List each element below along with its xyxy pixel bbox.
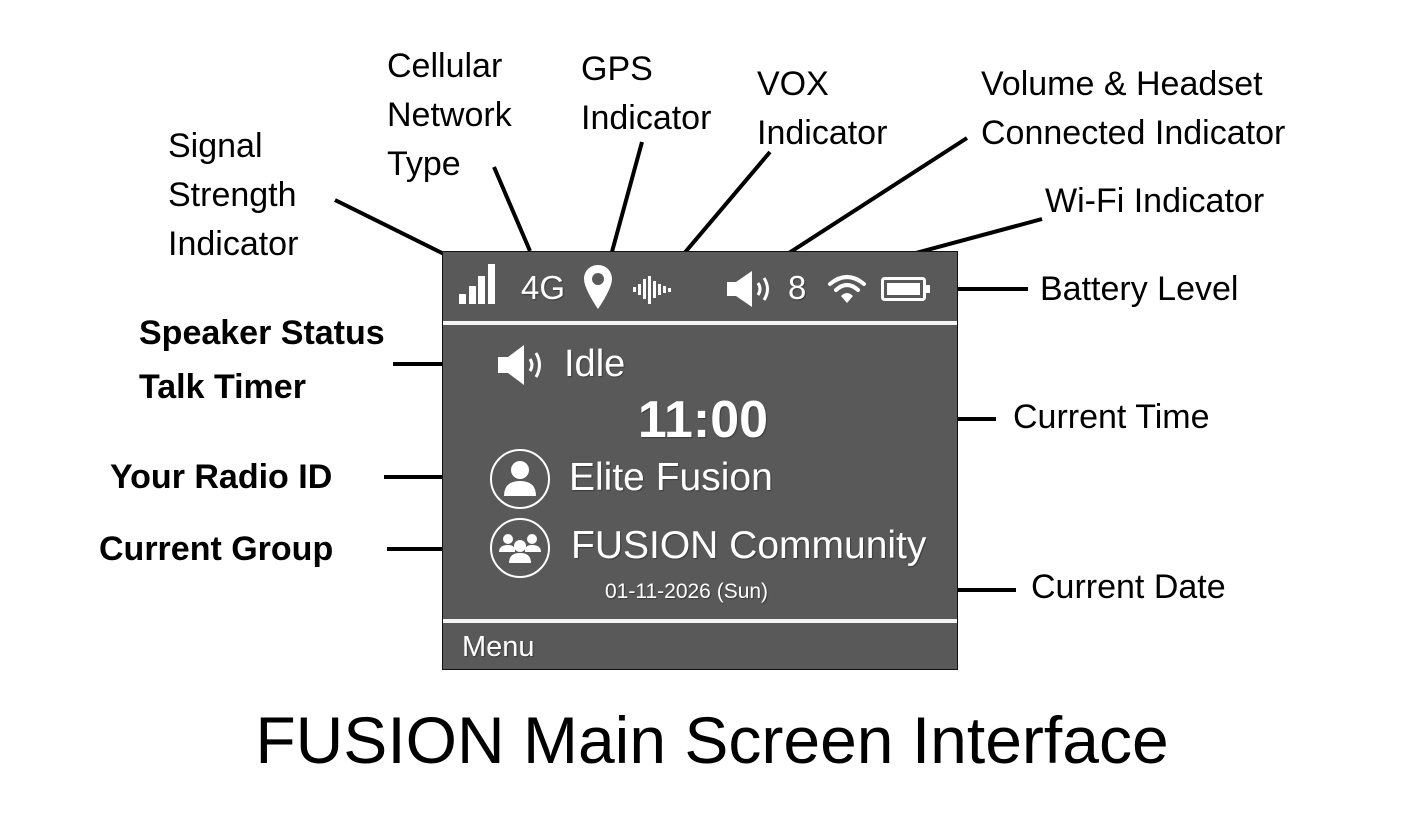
- callout-current-time: Current Time: [1013, 398, 1210, 436]
- current-date: 01-11-2026 (Sun): [605, 580, 769, 603]
- status-bar: 4G 8: [443, 264, 957, 310]
- user-avatar-icon: [490, 449, 550, 509]
- callout-volume-headset: Volume & Headset Connected Indicator: [981, 65, 1286, 152]
- callout-signal-strength: Signal Strength Indicator: [168, 127, 299, 263]
- radio-id: Elite Fusion: [569, 456, 773, 499]
- signal-bars-icon: [459, 264, 495, 304]
- network-type: 4G: [521, 269, 566, 306]
- callout-vox: VOX Indicator: [757, 65, 888, 152]
- menu-softkey[interactable]: Menu: [462, 631, 535, 663]
- volume-level: 8: [788, 269, 807, 306]
- current-group: FUSION Community: [571, 524, 927, 567]
- callout-wifi: Wi-Fi Indicator: [1045, 182, 1265, 220]
- bottom-divider: [443, 619, 957, 623]
- diagram-title: FUSION Main Screen Interface: [255, 703, 1169, 777]
- speaker-status-text: Idle: [564, 343, 626, 385]
- wifi-icon: [828, 275, 866, 303]
- speaker-status-icon: [498, 345, 541, 385]
- speaker-volume-icon: [727, 271, 769, 307]
- top-divider: [443, 321, 957, 325]
- callout-speaker-status: Speaker Status Talk Timer: [139, 314, 385, 406]
- callout-current-date: Current Date: [1031, 568, 1226, 606]
- callout-gps: GPS Indicator: [581, 50, 712, 137]
- device-main-screen: 4G 8: [442, 251, 958, 670]
- callout-radio-id: Your Radio ID: [110, 458, 333, 496]
- group-icon: [490, 518, 550, 578]
- map-pin-icon: [584, 265, 612, 309]
- audio-waveform-icon: [633, 276, 671, 304]
- callout-cellular-network: Cellular Network Type: [387, 47, 512, 183]
- callout-battery: Battery Level: [1040, 270, 1239, 308]
- leader-signal: [334, 198, 445, 256]
- battery-icon: [881, 277, 930, 301]
- current-time: 11:00: [637, 391, 769, 449]
- callout-current-group: Current Group: [99, 530, 334, 568]
